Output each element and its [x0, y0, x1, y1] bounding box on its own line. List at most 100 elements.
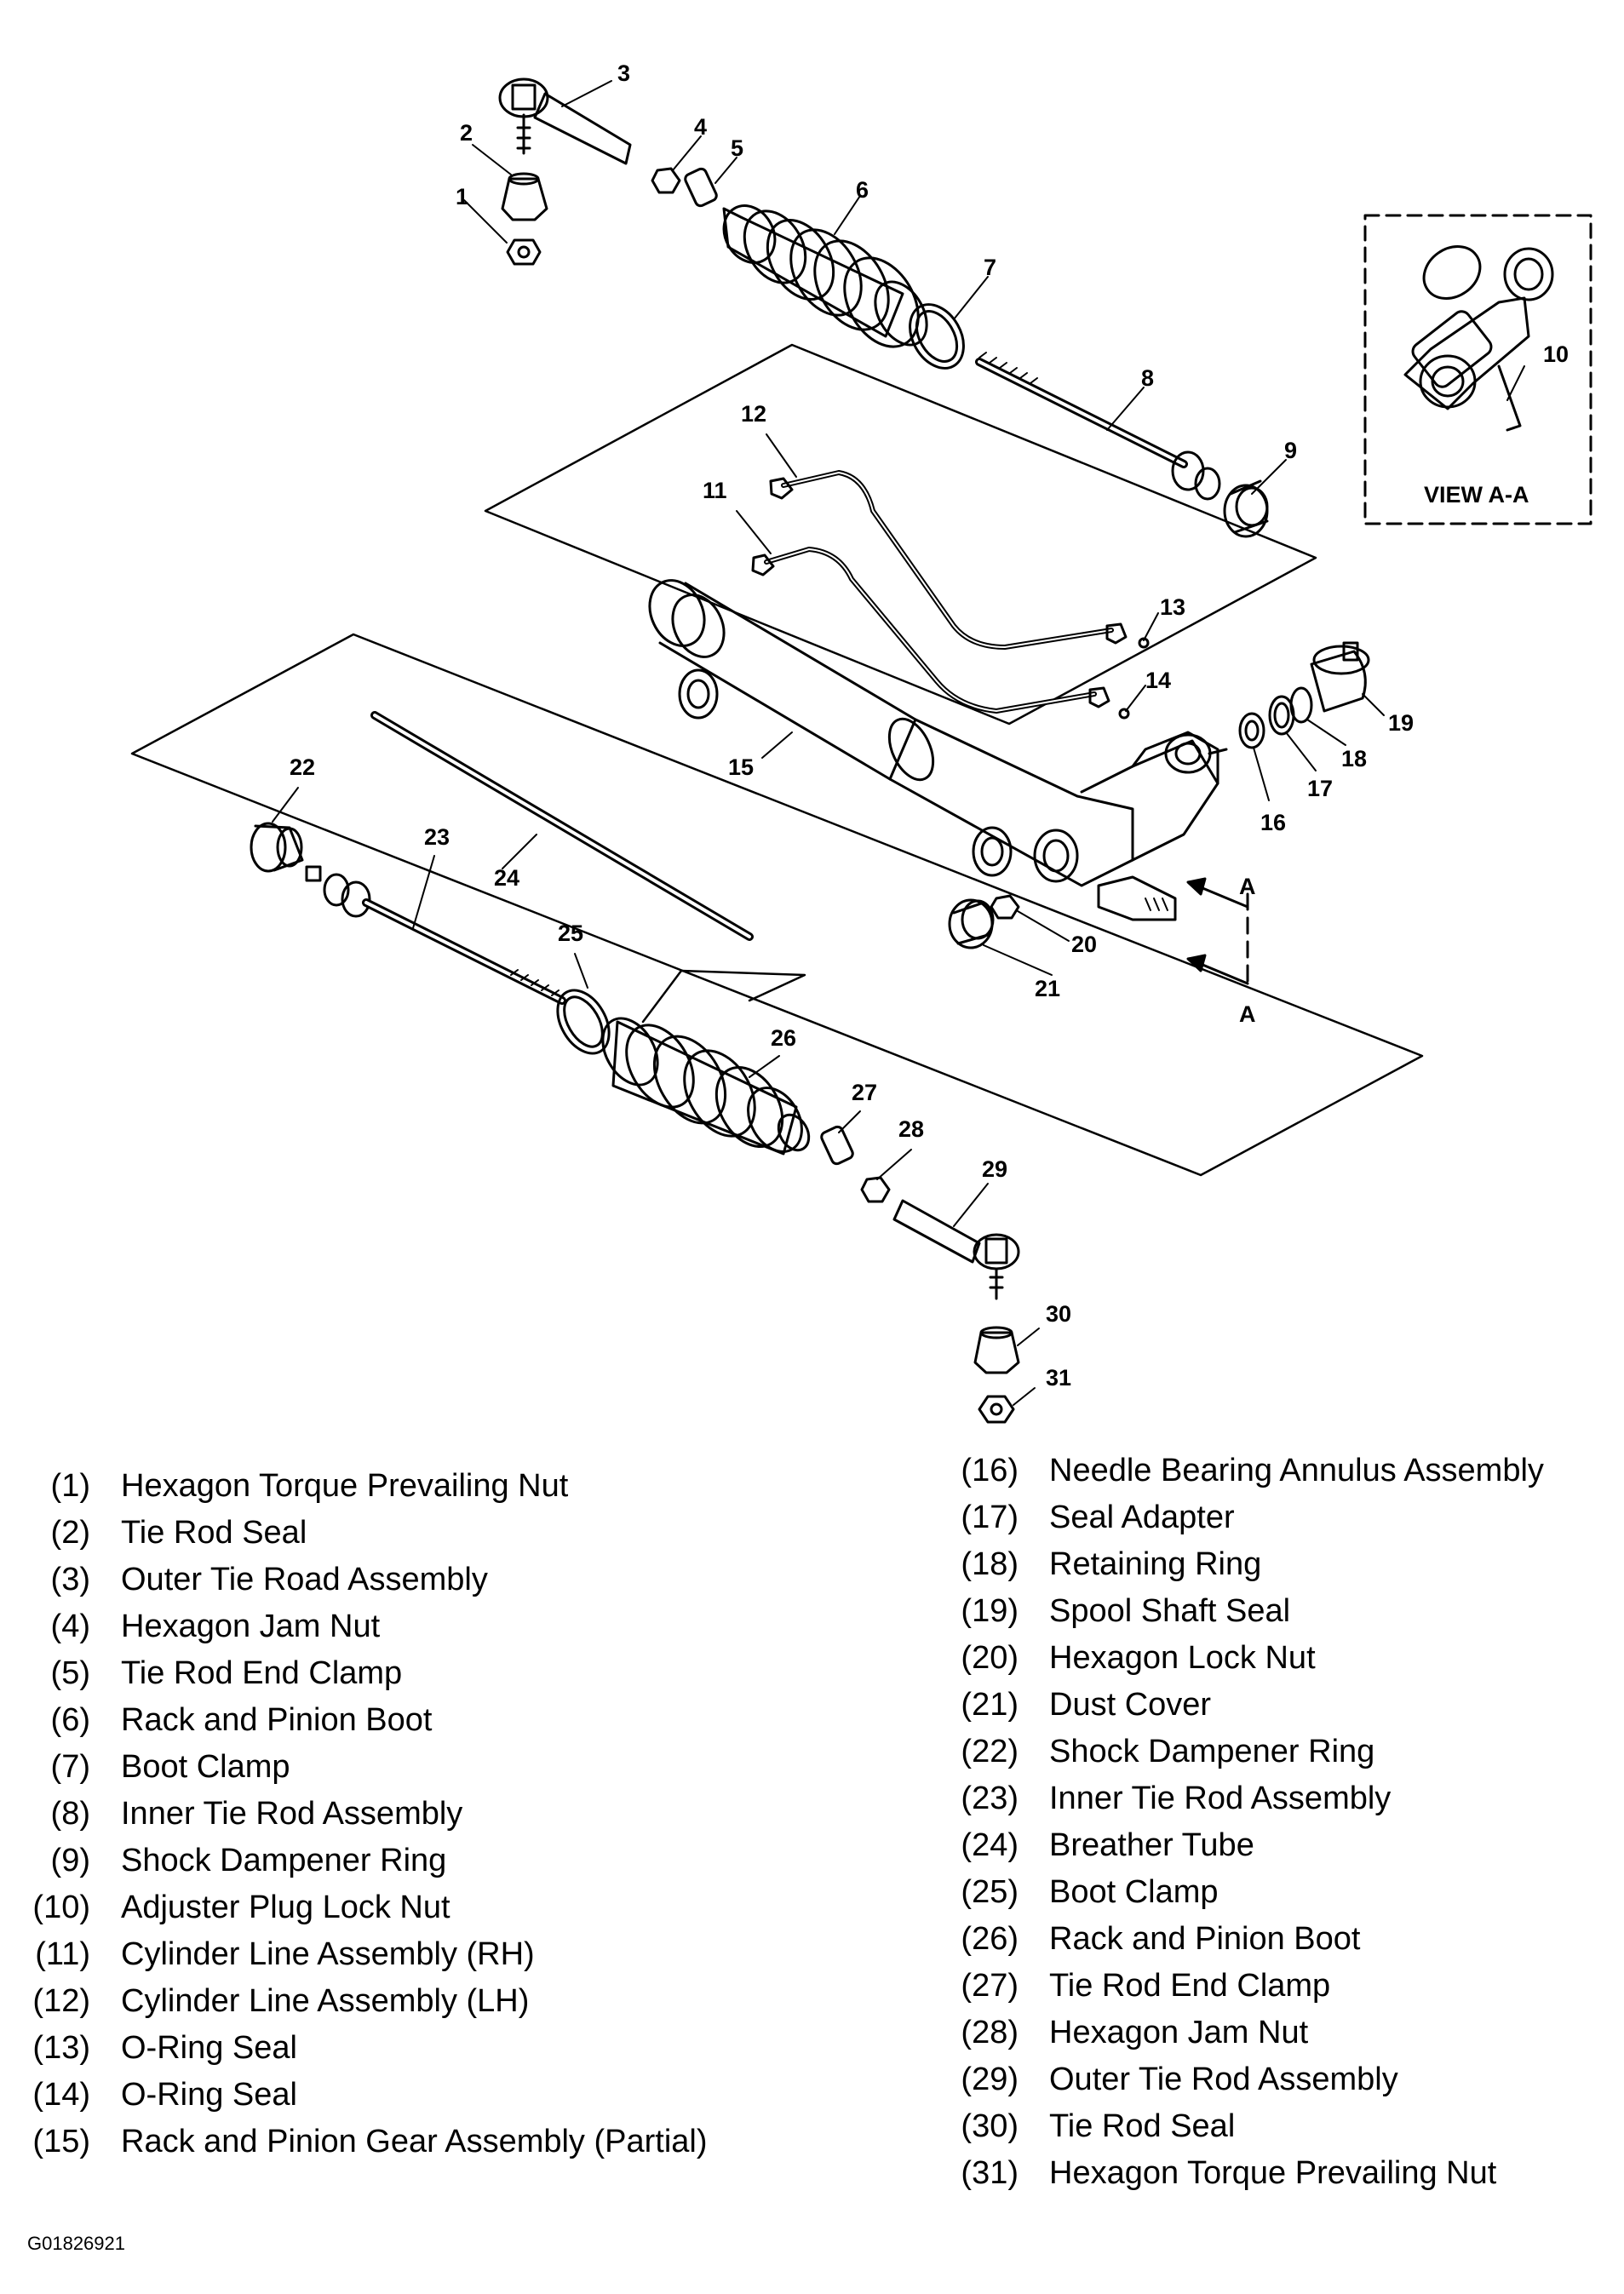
legend-item: (5) Tie Rod End Clamp [31, 1650, 797, 1697]
legend-item: (7)Boot Clamp [31, 1744, 797, 1791]
outer-tie-rod-upper [498, 77, 632, 165]
legend-item: (26) Rack and Pinion Boot [959, 1916, 1623, 1963]
prevailing-nut-lower [978, 1395, 1015, 1424]
legend-item: (12) Cylinder Line Assembly (LH) [31, 1978, 797, 2025]
legend-label: Cylinder Line Assembly (RH) [121, 1936, 535, 1972]
legend-label: Outer Tie Rod Assembly [1049, 2062, 1398, 2097]
legend-number: (29) [961, 2062, 1019, 2097]
upper-assembly-plane [484, 343, 1317, 725]
legend-number: (25) [961, 1874, 1019, 1910]
cylinder-line-rh [764, 547, 1097, 714]
callout-24: 24 [494, 865, 519, 891]
legend-number: (9) [50, 1843, 90, 1878]
section-arrows [1186, 877, 1249, 989]
shock-dampener-ring-lower [250, 822, 304, 873]
callout-2: 2 [460, 120, 473, 146]
boot-clamp-upper [909, 303, 965, 370]
callout-16: 16 [1260, 810, 1286, 835]
legend-label: Hexagon Jam Nut [121, 1609, 381, 1644]
legend-label: Dust Cover [1049, 1687, 1212, 1723]
view-a-a-inset [1363, 214, 1592, 525]
legend-item: (8)Inner Tie Rod Assembly [31, 1791, 797, 1838]
callout-27: 27 [852, 1080, 877, 1105]
legend-number: (5) [50, 1655, 90, 1691]
callout-31: 31 [1046, 1365, 1071, 1391]
jam-nut-lower [860, 1176, 891, 1203]
legend-item: (15)Rack and Pinion Gear Assembly (Parti… [31, 2119, 797, 2165]
legend-item: (2)Tie Rod Seal [31, 1510, 797, 1557]
cylinder-line-lh [781, 470, 1114, 650]
inner-tie-rod-upper [975, 352, 1221, 501]
legend-label: Tie Rod End Clamp [121, 1655, 403, 1691]
parts-legend-left: (1)Hexagon Torque Prevailing Nut(2)Tie R… [31, 1463, 797, 2165]
legend-label: Rack and Pinion Boot [121, 1702, 433, 1738]
view-a-a-label: VIEW A-A [1424, 482, 1529, 508]
legend-label: Cylinder Line Assembly (LH) [121, 1983, 530, 2019]
legend-item: (11)Cylinder Line Assembly (RH) [31, 1931, 797, 1978]
legend-item: (31) Hexagon Torque Prevailing Nut [959, 2150, 1623, 2197]
callout-18: 18 [1341, 746, 1367, 771]
legend-item: (24)Breather Tube [959, 1822, 1623, 1869]
rack-pinion-housing [648, 579, 1228, 921]
callout-26: 26 [771, 1025, 796, 1051]
o-ring-14 [1118, 708, 1130, 720]
legend-label: Rack and Pinion Boot [1049, 1921, 1361, 1957]
needle-bearing [1238, 712, 1265, 749]
legend-item: (16)Needle Bearing Annulus Assembly [959, 1448, 1623, 1494]
exploded-steering-gear-diagram: 1 2 3 4 5 6 7 8 9 10 11 12 13 14 15 16 1… [130, 60, 1592, 1424]
legend-number: (12) [32, 1983, 90, 2019]
legend-number: (8) [50, 1796, 90, 1832]
legend-label: O-Ring Seal [121, 2030, 297, 2066]
callout-23: 23 [424, 824, 450, 850]
callout-7: 7 [984, 255, 996, 280]
legend-number: (30) [961, 2108, 1019, 2144]
legend-item: (20) Hexagon Lock Nut [959, 1635, 1623, 1682]
legend-label: Inner Tie Rod Assembly [1049, 1781, 1392, 1816]
legend-item: (25)Boot Clamp [959, 1869, 1623, 1916]
callout-14: 14 [1145, 668, 1171, 693]
legend-number: (31) [961, 2155, 1019, 2191]
legend-number: (10) [32, 1890, 90, 1925]
legend-label: Spool Shaft Seal [1049, 1593, 1291, 1629]
legend-label: Tie Rod Seal [1049, 2108, 1236, 2144]
rack-pinion-boot-lower [601, 1017, 811, 1156]
callout-6: 6 [856, 177, 869, 203]
boot-clamp-lower [556, 989, 611, 1055]
section-mark-a-top: A [1239, 874, 1256, 899]
legend-label: Hexagon Torque Prevailing Nut [1049, 2155, 1497, 2191]
legend-label: Seal Adapter [1049, 1500, 1235, 1535]
callout-20: 20 [1071, 932, 1097, 957]
legend-item: (13)O-Ring Seal [31, 2025, 797, 2072]
callout-15: 15 [728, 754, 754, 780]
callout-25: 25 [558, 920, 583, 946]
rack-pinion-boot-upper [722, 204, 928, 348]
inner-tie-rod-lower [305, 865, 566, 1005]
figure-code: G01826921 [27, 2233, 125, 2254]
callout-17: 17 [1307, 776, 1333, 801]
legend-label: Shock Dampener Ring [121, 1843, 447, 1878]
callout-3: 3 [617, 60, 630, 86]
legend-item: (4)Hexagon Jam Nut [31, 1603, 797, 1650]
legend-item: (3)Outer Tie Road Assembly [31, 1557, 797, 1603]
retaining-ring [1289, 686, 1313, 724]
jam-nut-upper [651, 167, 681, 194]
legend-label: Shock Dampener Ring [1049, 1734, 1375, 1769]
callout-19: 19 [1388, 710, 1414, 736]
legend-number: (20) [961, 1640, 1019, 1676]
legend-number: (26) [961, 1921, 1019, 1957]
dust-cover [948, 898, 995, 949]
legend-label: Hexagon Lock Nut [1049, 1640, 1316, 1676]
legend-number: (28) [961, 2015, 1019, 2050]
legend-number: (22) [961, 1734, 1019, 1769]
legend-number: (7) [50, 1749, 90, 1785]
legend-number: (6) [50, 1702, 90, 1738]
leader-lines [272, 80, 1525, 1406]
hexagon-lock-nut [990, 894, 1020, 920]
lower-assembly-plane [130, 633, 1424, 1177]
callout-1: 1 [456, 184, 468, 209]
callout-10: 10 [1543, 341, 1569, 367]
callout-8: 8 [1141, 365, 1154, 391]
legend-number: (21) [961, 1687, 1019, 1723]
legend-item: (28)Hexagon Jam Nut [959, 2010, 1623, 2056]
tie-rod-clamp-lower [820, 1125, 854, 1166]
